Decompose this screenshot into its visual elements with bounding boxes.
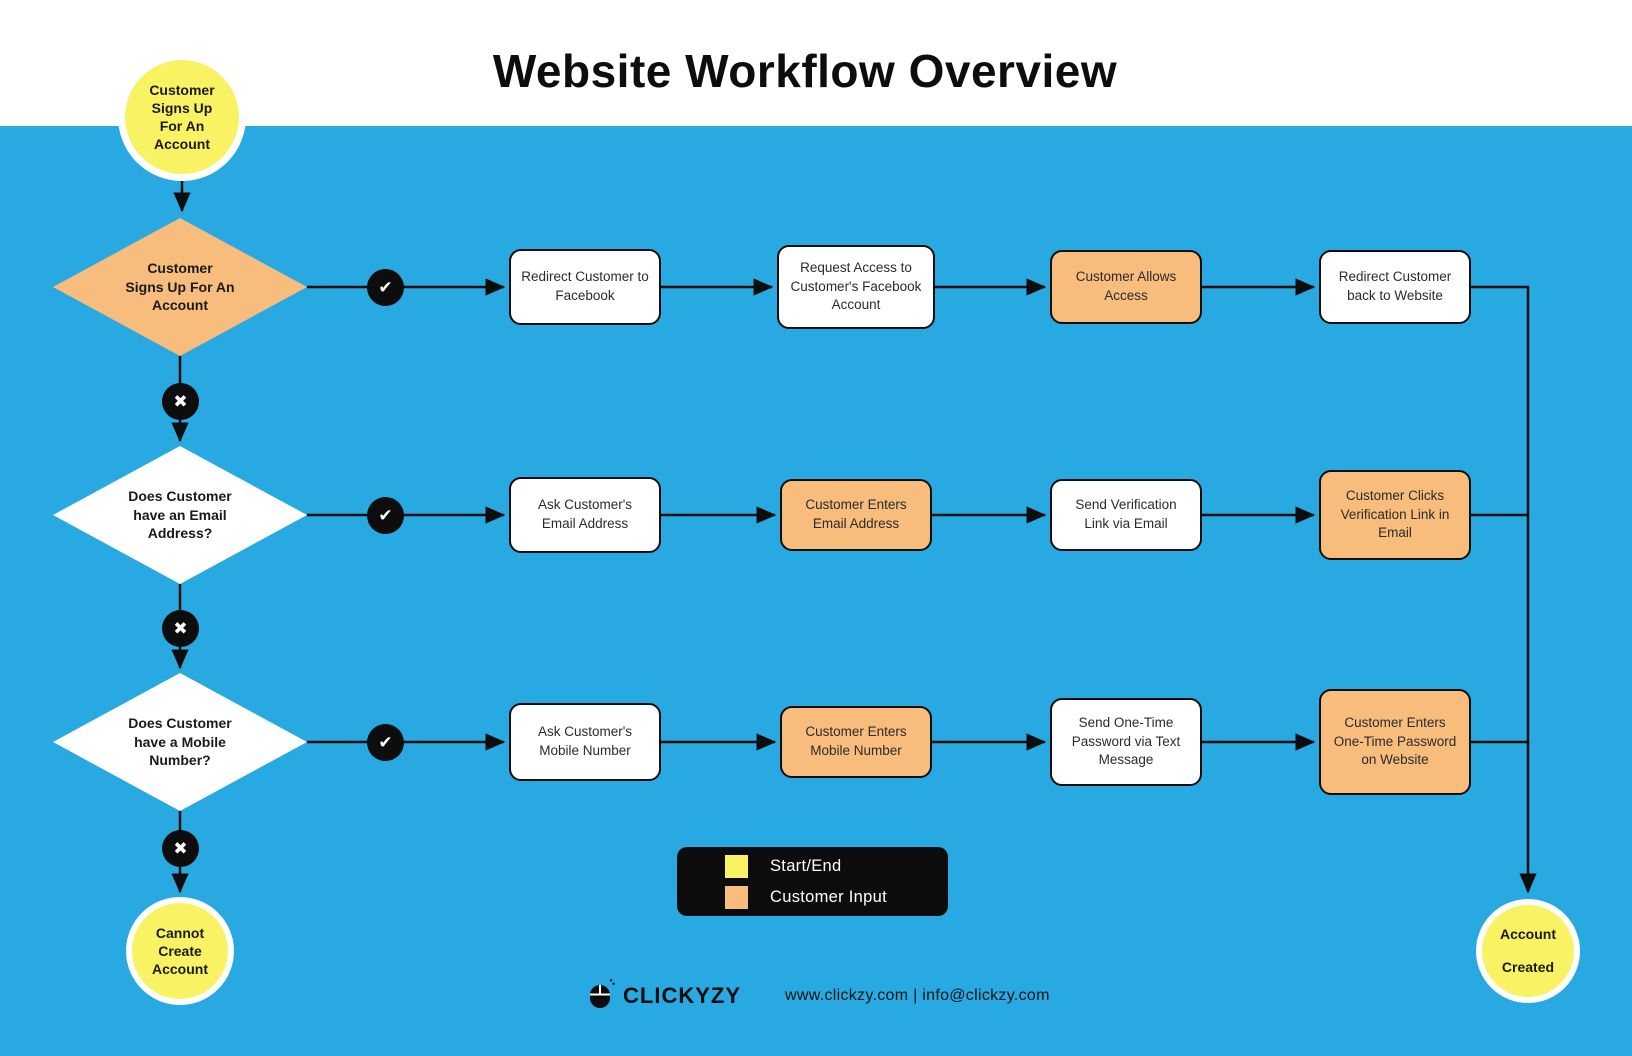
page-title: Website Workflow Overview bbox=[492, 45, 1118, 97]
check-glyph: ✔ bbox=[378, 505, 393, 525]
cross-glyph: ✖ bbox=[173, 838, 188, 858]
footer-contact: www.clickzy.com | info@clickzy.com bbox=[785, 987, 1050, 1004]
check-icon: ✔ bbox=[367, 497, 404, 534]
cross-glyph: ✖ bbox=[173, 391, 188, 411]
cross-glyph: ✖ bbox=[173, 618, 188, 638]
step-request-access: Request Access to Customer's Facebook Ac… bbox=[777, 245, 935, 329]
header-band bbox=[0, 0, 1632, 126]
start-node: Customer Signs Up For An Account bbox=[118, 53, 246, 181]
cross-icon: ✖ bbox=[162, 383, 199, 420]
end-node-account-created: Account Created bbox=[1476, 899, 1580, 1003]
step-enter-otp: Customer Enters One-Time Password on Web… bbox=[1319, 689, 1471, 795]
check-glyph: ✔ bbox=[378, 277, 393, 297]
step-send-verification: Send Verification Link via Email bbox=[1050, 479, 1202, 551]
step-ask-mobile: Ask Customer's Mobile Number bbox=[509, 703, 661, 781]
customer-input-swatch bbox=[725, 885, 748, 909]
step-ask-email: Ask Customer's Email Address bbox=[509, 477, 661, 553]
cross-icon: ✖ bbox=[162, 610, 199, 647]
step-enter-email: Customer Enters Email Address bbox=[780, 479, 932, 551]
legend-label: Start/End bbox=[770, 856, 842, 875]
check-glyph: ✔ bbox=[378, 732, 393, 752]
step-click-verification: Customer Clicks Verification Link in Ema… bbox=[1319, 470, 1471, 560]
mouse-logo-icon bbox=[588, 978, 615, 1014]
step-customer-allows-access: Customer Allows Access bbox=[1050, 250, 1202, 324]
start-end-swatch bbox=[725, 854, 748, 878]
step-redirect-facebook: Redirect Customer to Facebook bbox=[509, 249, 661, 325]
check-icon: ✔ bbox=[367, 724, 404, 761]
end-node-cannot-create: Cannot Create Account bbox=[126, 897, 234, 1005]
legend-item-start-end: Start/End bbox=[725, 854, 948, 878]
check-icon: ✔ bbox=[367, 269, 404, 306]
legend: Start/End Customer Input bbox=[677, 847, 948, 916]
legend-item-customer-input: Customer Input bbox=[725, 885, 948, 909]
cross-icon: ✖ bbox=[162, 830, 199, 867]
step-redirect-back: Redirect Customer back to Website bbox=[1319, 250, 1471, 324]
brand-name: CLICKYZY bbox=[623, 983, 741, 1008]
step-enter-mobile: Customer Enters Mobile Number bbox=[780, 706, 932, 778]
legend-label: Customer Input bbox=[770, 887, 888, 906]
footer: CLICKYZY www.clickzy.com | info@clickzy.… bbox=[588, 978, 1050, 1014]
step-send-otp: Send One-Time Password via Text Message bbox=[1050, 698, 1202, 786]
